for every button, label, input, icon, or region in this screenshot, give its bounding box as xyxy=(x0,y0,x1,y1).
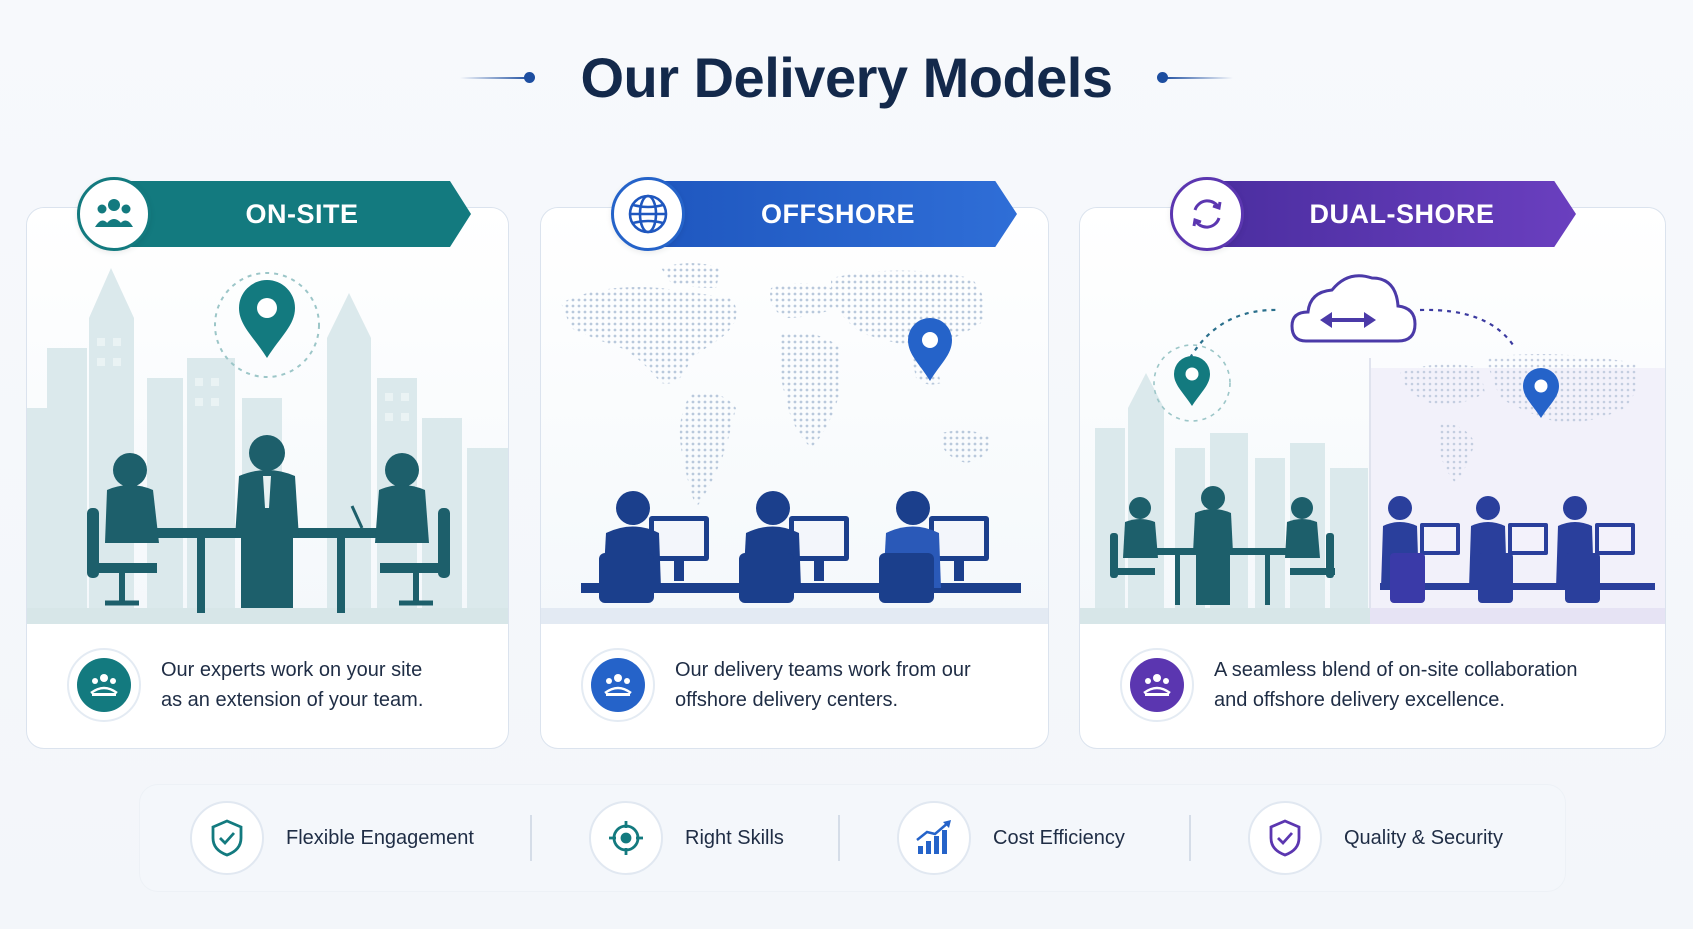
benefit-label: Cost Efficiency xyxy=(993,826,1125,849)
globe-icon xyxy=(611,177,685,251)
title-decoration-dot-right xyxy=(1157,72,1168,83)
team-meeting-icon xyxy=(1120,648,1194,722)
benefit-quality-security: Quality & Security xyxy=(1248,785,1503,891)
shield-check-icon xyxy=(190,801,264,875)
dualshore-description: A seamless blend of on-site collaboratio… xyxy=(1120,645,1645,725)
target-icon xyxy=(589,801,663,875)
offshore-description-line2: offshore delivery centers. xyxy=(675,689,899,711)
onsite-description-line1: Our experts work on your site xyxy=(161,659,423,681)
dualshore-description-line1: A seamless blend of on-site collaboratio… xyxy=(1214,659,1578,681)
title-decoration-dot-left xyxy=(524,72,535,83)
team-meeting-icon xyxy=(581,648,655,722)
onsite-description-line2: as an extension of your team. xyxy=(161,689,424,711)
dualshore-illustration xyxy=(1080,208,1665,624)
offshore-description: Our delivery teams work from our offshor… xyxy=(581,645,1028,725)
benefit-label: Quality & Security xyxy=(1344,826,1503,849)
onsite-description: Our experts work on your site as an exte… xyxy=(67,645,488,725)
benefits-bar: Flexible Engagement Right Skills xyxy=(140,785,1565,891)
divider xyxy=(1189,815,1191,861)
shield-check-icon xyxy=(1248,801,1322,875)
card-dualshore: DUAL-SHORE A seamless blen xyxy=(1079,177,1666,749)
card-offshore: OFFSHORE Our deli xyxy=(540,177,1049,749)
offshore-description-line1: Our delivery teams work from our xyxy=(675,659,971,681)
title-decoration-right xyxy=(1163,77,1233,79)
sync-icon xyxy=(1170,177,1244,251)
dualshore-label: DUAL-SHORE xyxy=(1309,199,1495,229)
team-icon xyxy=(77,177,151,251)
offshore-illustration xyxy=(541,208,1048,624)
title-decoration-left xyxy=(460,77,530,79)
team-meeting-icon xyxy=(67,648,141,722)
card-onsite: ON-SITE xyxy=(26,177,509,749)
benefit-right-skills: Right Skills xyxy=(589,785,784,891)
page-title: Our Delivery Models xyxy=(580,46,1113,109)
divider xyxy=(838,815,840,861)
onsite-illustration xyxy=(27,208,508,624)
benefit-cost-efficiency: Cost Efficiency xyxy=(897,785,1125,891)
benefit-label: Flexible Engagement xyxy=(286,826,474,849)
dualshore-description-line2: and offshore delivery excellence. xyxy=(1214,689,1505,711)
benefit-label: Right Skills xyxy=(685,826,784,849)
growth-chart-icon xyxy=(897,801,971,875)
divider xyxy=(530,815,532,861)
onsite-label: ON-SITE xyxy=(245,199,359,229)
header: Our Delivery Models xyxy=(0,38,1693,118)
benefit-flexible-engagement: Flexible Engagement xyxy=(190,785,474,891)
offshore-label: OFFSHORE xyxy=(760,199,915,229)
